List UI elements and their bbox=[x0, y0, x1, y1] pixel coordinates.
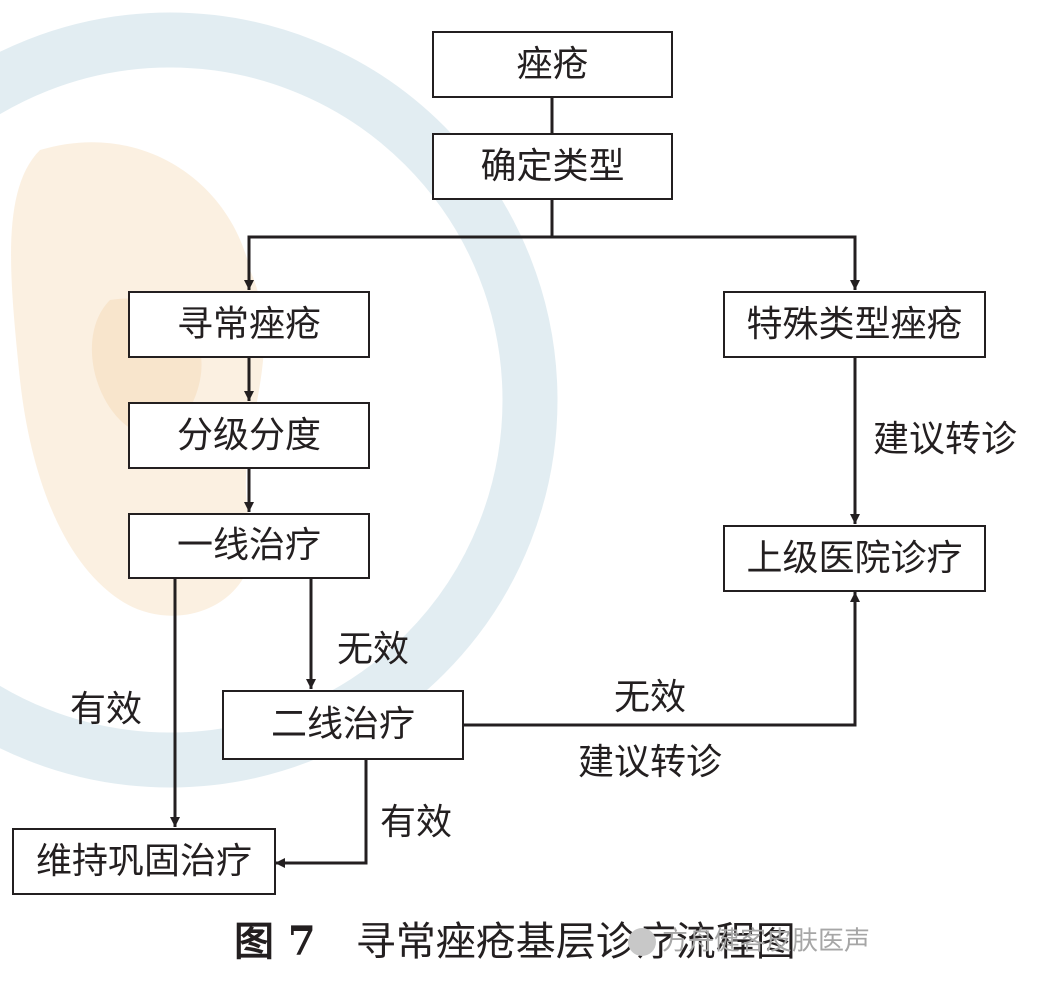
watermark-map-shape bbox=[11, 142, 265, 616]
label-first-line-ineffective: 无效 bbox=[337, 629, 410, 670]
node-maintenance-treatment: 维持巩固治疗 bbox=[12, 828, 276, 895]
node-acne: 痤疮 bbox=[432, 31, 673, 98]
wechat-icon bbox=[628, 928, 656, 956]
connector-to-special bbox=[552, 235, 857, 268]
label-second-line-ineffective: 无效 bbox=[614, 677, 687, 718]
node-second-line-treatment: 二线治疗 bbox=[222, 690, 464, 760]
connector-second-line-to-higher bbox=[463, 620, 857, 727]
node-grading: 分级分度 bbox=[128, 402, 370, 469]
connector-type-split bbox=[247, 200, 554, 268]
label-first-line-effective: 有效 bbox=[70, 689, 143, 730]
label-second-line-referral: 建议转诊 bbox=[578, 742, 723, 783]
node-higher-hospital: 上级医院诊疗 bbox=[723, 525, 986, 592]
label-second-line-effective: 有效 bbox=[380, 802, 453, 843]
brand-watermark-text: 方舟健客皮肤医声 bbox=[662, 926, 871, 957]
figure-number: 图 7 bbox=[234, 918, 316, 965]
brand-watermark: 方舟健客皮肤医声 bbox=[628, 928, 870, 956]
connector-second-line-to-maintenance bbox=[300, 760, 368, 865]
node-first-line-treatment: 一线治疗 bbox=[128, 513, 370, 579]
figure-title: 寻常痤疮基层诊疗流程图 bbox=[355, 919, 796, 965]
node-determine-type: 确定类型 bbox=[432, 133, 673, 200]
watermark-ring bbox=[0, 12, 558, 788]
node-common-acne: 寻常痤疮 bbox=[128, 291, 370, 358]
node-special-acne: 特殊类型痤疮 bbox=[723, 291, 986, 358]
figure-caption: 图 7 寻常痤疮基层诊疗流程图 bbox=[234, 919, 796, 965]
label-special-referral: 建议转诊 bbox=[873, 419, 1018, 460]
